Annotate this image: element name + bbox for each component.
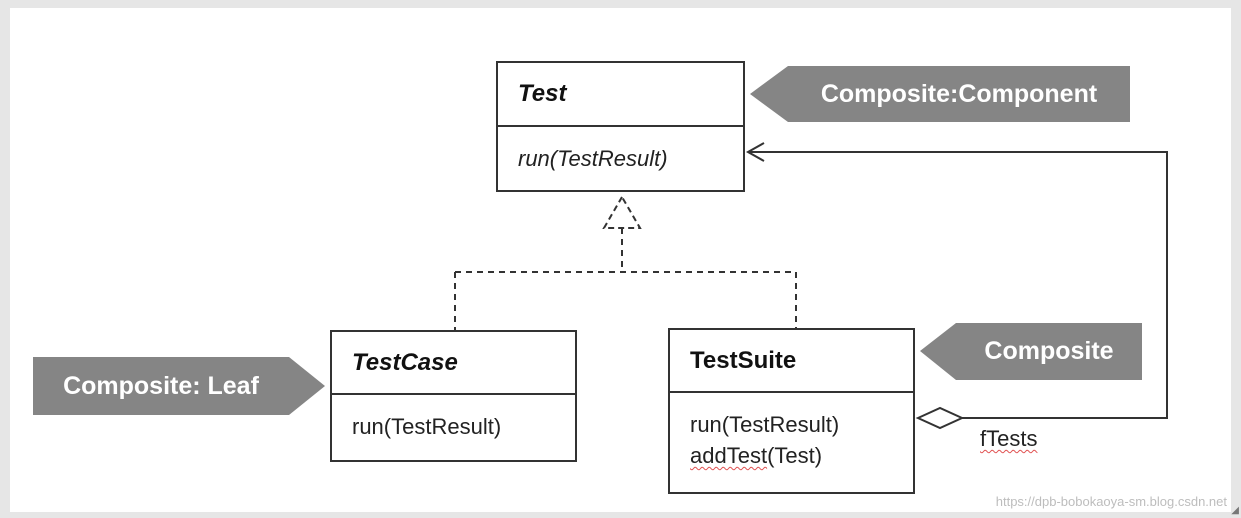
method-addtest-params: (Test) bbox=[767, 443, 823, 468]
tag-composite-label: Composite bbox=[984, 337, 1114, 365]
association-label-ftests: fTests bbox=[980, 426, 1038, 451]
class-testsuite: TestSuite run(TestResult) addTest(Test) bbox=[668, 328, 915, 494]
class-testsuite-method-run: run(TestResult) bbox=[690, 412, 840, 437]
class-testsuite-method-addtest: addTest(Test) bbox=[690, 440, 913, 471]
method-addtest-name: addTest bbox=[690, 443, 768, 468]
realization-arrowhead bbox=[602, 195, 642, 229]
aggregation-arrowhead bbox=[745, 142, 765, 162]
class-testcase-method: run(TestResult) bbox=[352, 414, 502, 439]
tag-composite-leaf: Composite: Leaf bbox=[33, 357, 325, 415]
class-testcase: TestCase run(TestResult) bbox=[330, 330, 577, 462]
tag-composite-component: Composite:Component bbox=[750, 66, 1130, 122]
tag-composite-leaf-label: Composite: Leaf bbox=[63, 371, 259, 400]
resize-corner-icon: ◢ bbox=[1231, 505, 1239, 516]
class-test-name: Test bbox=[498, 63, 743, 127]
watermark: https://dpb-bobokaoya-sm.blog.csdn.net bbox=[995, 494, 1227, 509]
class-test-method: run(TestResult) bbox=[518, 146, 668, 171]
class-testsuite-name: TestSuite bbox=[670, 330, 913, 393]
class-testsuite-methods: run(TestResult) addTest(Test) bbox=[670, 393, 913, 471]
aggregation-diamond bbox=[915, 406, 965, 430]
tag-composite-component-label: Composite:Component bbox=[820, 79, 1098, 108]
aggregation-line bbox=[748, 151, 1168, 419]
tag-composite: Composite bbox=[920, 323, 1142, 380]
class-test: Test run(TestResult) bbox=[496, 61, 745, 192]
class-testcase-name: TestCase bbox=[332, 332, 575, 395]
